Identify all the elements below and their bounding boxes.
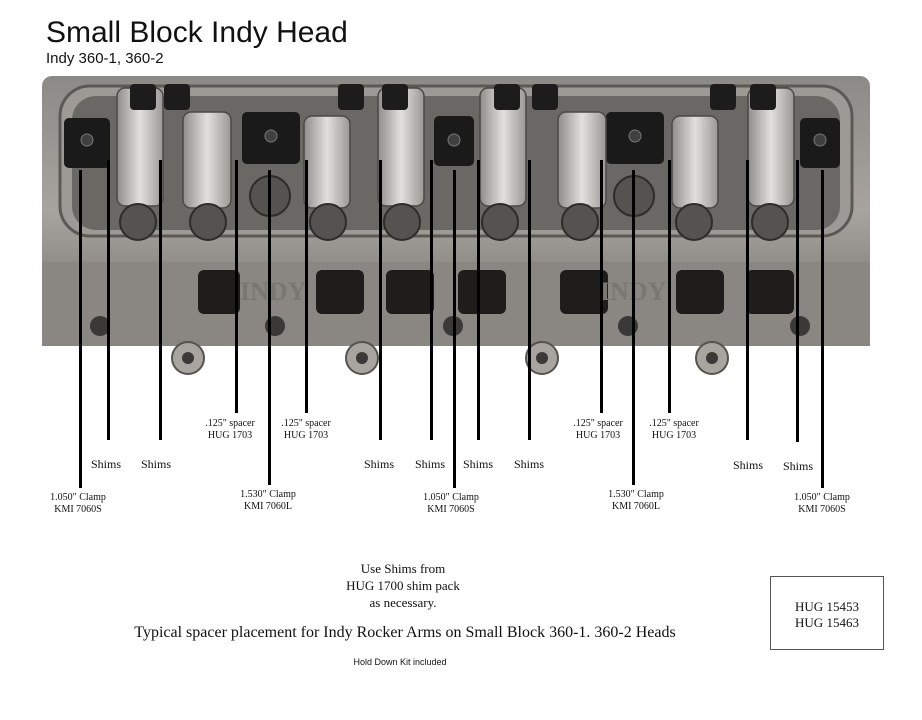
leader-shim-7 — [746, 160, 749, 440]
leader-spacer-2 — [305, 160, 308, 413]
shims-label-7: Shims — [732, 458, 764, 472]
leader-shim-2 — [159, 160, 162, 440]
part-number-box: HUG 15453 HUG 15463 — [770, 576, 884, 650]
page-subtitle: Indy 360-1, 360-2 — [46, 50, 164, 67]
leader-shim-1 — [107, 160, 110, 440]
casting-text-left: INDY — [240, 277, 307, 306]
leader-clamp-1 — [79, 170, 82, 488]
shims-label-5: Shims — [462, 457, 494, 471]
rocker-arms — [116, 87, 795, 209]
page-title: Small Block Indy Head — [46, 16, 348, 49]
figure-caption: Typical spacer placement for Indy Rocker… — [134, 624, 676, 641]
leader-clamp-2 — [268, 170, 271, 485]
shims-label-3: Shims — [363, 457, 395, 471]
shims-label-6: Shims — [513, 457, 545, 471]
shims-label-1: Shims — [90, 457, 122, 471]
leader-clamp-5 — [821, 170, 824, 488]
shims-label-8: Shims — [782, 459, 814, 473]
bolt-bosses — [171, 341, 729, 375]
leader-clamp-3 — [453, 170, 456, 488]
leader-shim-6 — [528, 160, 531, 440]
clamp-bolts — [80, 129, 827, 147]
rocker-studs — [130, 84, 776, 110]
leader-spacer-3 — [600, 160, 603, 413]
shims-label-4: Shims — [414, 457, 446, 471]
part-number-1: HUG 15453 — [795, 599, 859, 614]
part-number-2: HUG 15463 — [795, 615, 859, 630]
leader-shim-5 — [477, 160, 480, 440]
shim-note: Use Shims from HUG 1700 shim pack as nec… — [346, 561, 460, 610]
shims-label-2: Shims — [140, 457, 172, 471]
leader-shim-8 — [796, 160, 799, 442]
leader-shim-3 — [379, 160, 382, 440]
leader-clamp-4 — [632, 170, 635, 485]
leader-spacer-1 — [235, 160, 238, 413]
leader-shim-4 — [430, 160, 433, 440]
kit-note: Hold Down Kit included — [353, 657, 447, 667]
cylinder-head-photo: INDY INDY — [42, 76, 870, 375]
leader-spacer-4 — [668, 160, 671, 413]
ports — [198, 270, 794, 314]
